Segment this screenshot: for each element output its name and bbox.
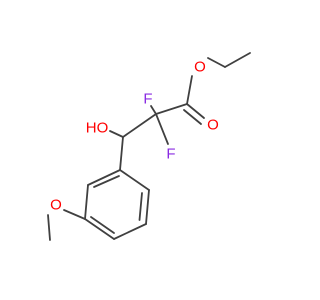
bond-ethyl-terminal bbox=[224, 52, 251, 68]
molecule-canvas: F F HO O O O bbox=[47, 52, 251, 241]
ring-bond-6 bbox=[87, 169, 121, 186]
bond-choh-to-hydroxyl bbox=[109, 130, 124, 138]
molecule-diagram: F F HO O O O bbox=[47, 52, 251, 241]
bond-cf2-to-choh bbox=[122, 113, 157, 138]
ring-bond-4 bbox=[84, 218, 115, 240]
atom-label-carbonyl-oxygen: O bbox=[207, 117, 219, 134]
ring-inner-bond-3 bbox=[93, 175, 120, 188]
bond-ester-oxygen-to-carbonyl bbox=[186, 75, 193, 105]
bond-methoxy-oxygen-to-methyl bbox=[47, 214, 51, 241]
atom-label-fluorine-2: F bbox=[166, 146, 175, 163]
atom-label-fluorine-1: F bbox=[143, 91, 152, 108]
bonds bbox=[47, 52, 251, 241]
atom-label-hydroxyl: HO bbox=[86, 120, 109, 137]
ring-bond-2 bbox=[145, 189, 150, 225]
bond-cf2-to-f1 bbox=[150, 105, 157, 115]
bond-carbonyl-double-a bbox=[186, 103, 205, 119]
atom-label-ester-oxygen: O bbox=[194, 59, 206, 76]
ring-bond-5 bbox=[84, 184, 89, 220]
bond-ethyl-to-ester-oxygen bbox=[207, 57, 226, 68]
atom-label-methoxy-oxygen: O bbox=[50, 197, 62, 214]
atom-labels: F F HO O O O bbox=[50, 59, 219, 214]
bond-ring-to-methoxy-oxygen bbox=[63, 209, 86, 220]
ring-inner-bond-1 bbox=[138, 192, 143, 221]
bond-carbonyl-to-cf2 bbox=[155, 103, 188, 115]
bond-cf2-to-f2 bbox=[155, 113, 169, 145]
bond-choh-to-ring bbox=[119, 136, 124, 171]
ring-bond-3 bbox=[113, 223, 147, 240]
bond-carbonyl-double-b bbox=[183, 109, 202, 125]
ring-bond-1 bbox=[119, 169, 150, 191]
ring-inner-bond-2 bbox=[90, 216, 115, 234]
